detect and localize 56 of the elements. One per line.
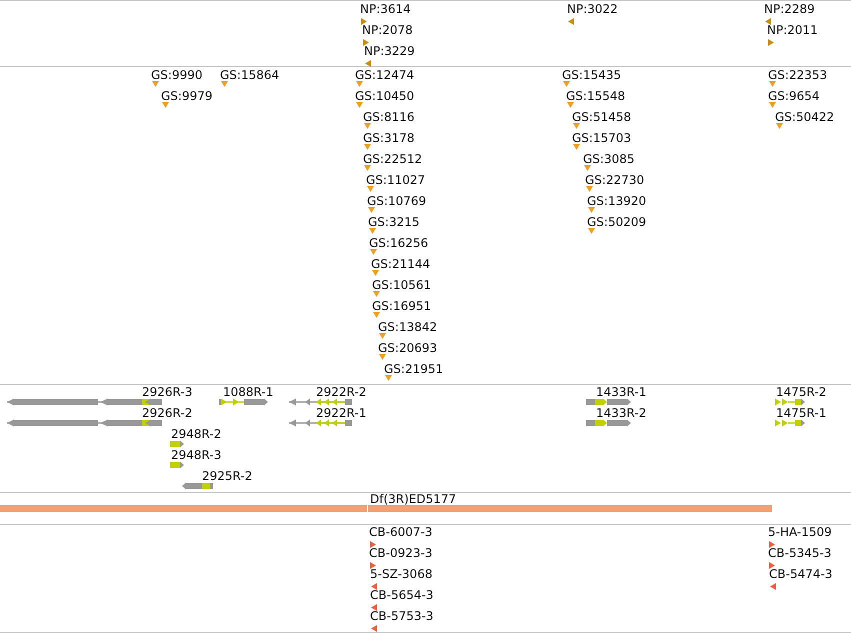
- feature-label: GS:13920: [587, 194, 646, 208]
- feature-label: GS:10561: [372, 278, 432, 292]
- feature-label: CB-5345-3: [768, 546, 832, 560]
- feature-label: NP:2011: [767, 23, 818, 37]
- feature-label: GS:13842: [378, 320, 438, 334]
- feature-label: 5-HA-1509: [768, 525, 832, 539]
- feature-label: GS:3178: [363, 131, 414, 145]
- feature-label: GS:15548: [566, 89, 626, 103]
- feature-label: GS:15435: [562, 68, 622, 82]
- feature-label: 2948R-3: [171, 448, 222, 462]
- feature-label: GS:22512: [363, 152, 422, 166]
- feature-label: 2925R-2: [202, 469, 252, 483]
- feature-label: 2926R-2: [142, 406, 192, 420]
- feature-label: GS:22353: [768, 68, 828, 82]
- feature-label: GS:16256: [369, 236, 428, 250]
- feature-label: CB-6007-3: [369, 525, 432, 539]
- feature-label: 2922R-1: [316, 406, 366, 420]
- feature-label: GS:15703: [572, 131, 632, 145]
- feature-label: NP:3229: [364, 44, 415, 58]
- feature-label: 1088R-1: [223, 385, 274, 399]
- feature-label: NP:2078: [362, 23, 413, 37]
- feature-label: GS:10769: [367, 194, 426, 208]
- feature-label: 1433R-1: [596, 385, 646, 399]
- feature-label: GS:21951: [384, 362, 444, 376]
- feature-label: GS:22730: [585, 173, 644, 187]
- feature-label: GS:50422: [775, 110, 834, 124]
- feature-label: 1475R-1: [776, 406, 826, 420]
- feature-label: GS:20693: [378, 341, 438, 355]
- feature-label: GS:21144: [371, 257, 430, 271]
- feature-label: GS:15864: [220, 68, 280, 82]
- feature-label: CB-5474-3: [769, 567, 832, 581]
- feature-label: GS:9979: [161, 89, 212, 103]
- feature-label: NP:3614: [360, 2, 411, 16]
- feature-label: GS:3085: [583, 152, 634, 166]
- feature-label: Df(3R)ED5177: [370, 492, 456, 506]
- feature-label: 5-SZ-3068: [370, 567, 432, 581]
- feature-label: GS:8116: [363, 110, 414, 124]
- feature-label: GS:10450: [355, 89, 414, 103]
- feature-label: 2948R-2: [171, 427, 222, 441]
- feature-label: NP:2289: [764, 2, 815, 16]
- feature-label: CB-5654-3: [370, 588, 434, 602]
- feature-label: GS:9654: [768, 89, 820, 103]
- feature-label: NP:3022: [567, 2, 618, 16]
- feature-label: GS:50209: [587, 215, 646, 229]
- feature-label: 2922R-2: [316, 385, 366, 399]
- feature-label: GS:12474: [355, 68, 414, 82]
- feature-label: 2926R-3: [142, 385, 192, 399]
- feature-label: CB-0923-3: [369, 546, 432, 560]
- feature-label: 1433R-2: [596, 406, 646, 420]
- feature-label: 1475R-2: [776, 385, 826, 399]
- feature-label: GS:11027: [366, 173, 426, 187]
- feature-label: GS:51458: [572, 110, 632, 124]
- feature-label: CB-5753-3: [370, 609, 434, 623]
- feature-label: GS:3215: [368, 215, 420, 229]
- feature-label: GS:16951: [372, 299, 432, 313]
- feature-label: GS:9990: [151, 68, 202, 82]
